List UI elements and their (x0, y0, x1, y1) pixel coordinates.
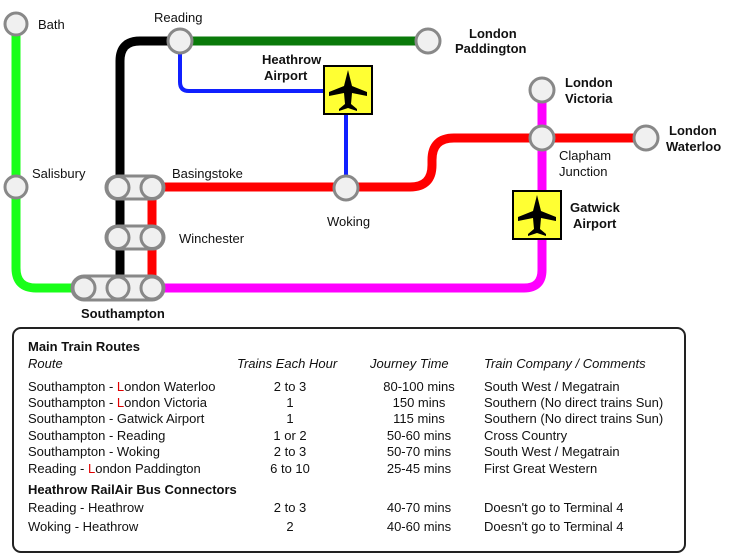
main-routes-title: Main Train Routes (28, 339, 140, 354)
company-cell: Southern (No direct trains Sun) (484, 411, 664, 426)
rail-map (3, 11, 660, 302)
station-reading (166, 27, 194, 55)
label-salisbury: Salisbury (32, 166, 86, 181)
header-company: Train Company / Comments (484, 356, 646, 371)
header-route: Route (28, 356, 63, 371)
route-to: Woking (116, 444, 161, 459)
company-cell: Cross Country (484, 428, 568, 443)
bath-southampton-line (11, 19, 91, 293)
station-southampton (70, 274, 166, 302)
label-london-paddington-2: Paddington (455, 41, 527, 56)
table-header: Route Trains Each Hour Journey Time Trai… (28, 356, 668, 372)
route-initial: L (87, 461, 96, 476)
label-london-paddington-1: London (469, 26, 517, 41)
label-london-waterloo-2: Waterloo (666, 139, 722, 154)
company-cell: Southern (No direct trains Sun) (484, 395, 664, 410)
label-heathrow-2: Airport (264, 68, 308, 83)
route-to: ondon Waterloo (124, 379, 216, 394)
label-london-victoria-1: London (565, 75, 613, 90)
label-winchester: Winchester (179, 231, 245, 246)
route-cell: Woking - Heathrow (28, 519, 139, 534)
reading-southampton-line (115, 36, 180, 288)
station-bath (3, 11, 29, 37)
label-woking: Woking (327, 214, 371, 229)
label-london-waterloo-1: London (669, 123, 717, 138)
route-from: Southampton - (28, 395, 117, 410)
route-from: Southampton - (28, 428, 117, 443)
route-cell: Southampton - London Waterloo (28, 379, 215, 395)
bus-connectors-title: Heathrow RailAir Bus Connectors (28, 482, 237, 497)
route-from: Reading - (28, 461, 88, 476)
route-initial: L (116, 379, 125, 394)
label-bath: Bath (38, 17, 65, 32)
label-clapham-2: Junction (559, 164, 608, 179)
company-cell: Doesn't go to Terminal 4 (484, 519, 624, 534)
route-to: ondon Victoria (124, 395, 207, 410)
company-cell: South West / Megatrain (484, 444, 620, 459)
label-basingstoke: Basingstoke (172, 166, 243, 181)
route-to: Gatwick Airport (116, 411, 205, 426)
label-gatwick-1: Gatwick (570, 200, 620, 215)
reading-heathrow-bus-line (178, 41, 340, 93)
company-cell: South West / Megatrain (484, 379, 620, 394)
label-reading: Reading (154, 10, 203, 25)
route-to: Reading (116, 428, 166, 443)
label-clapham-1: Clapham (559, 148, 612, 163)
route-cell: Southampton - Gatwick Airport (28, 411, 204, 427)
label-gatwick-2: Airport (573, 216, 617, 231)
victoria-gatwick-line (130, 90, 547, 293)
route-cell: Southampton - Reading (28, 428, 165, 444)
header-trains: Trains Each Hour (237, 356, 338, 371)
route-from: Southampton - (28, 411, 117, 426)
route-cell: Southampton - London Victoria (28, 395, 207, 411)
station-london-waterloo (632, 124, 660, 152)
route-cell: Reading - Heathrow (28, 500, 144, 515)
routes-panel: Main Train Routes Route Trains Each Hour… (12, 327, 686, 553)
route-from: Southampton - (28, 444, 117, 459)
header-time: Journey Time (370, 356, 449, 371)
station-salisbury (3, 174, 29, 200)
label-heathrow-1: Heathrow (262, 52, 322, 67)
station-winchester (104, 224, 166, 251)
station-london-victoria (528, 76, 556, 104)
company-cell: First Great Western (484, 461, 598, 476)
station-london-paddington (414, 27, 442, 55)
label-london-victoria-2: Victoria (565, 91, 613, 106)
heathrow-airport-icon (323, 65, 373, 115)
station-basingstoke (104, 174, 166, 201)
station-woking (332, 174, 360, 202)
route-initial: L (116, 395, 125, 410)
route-cell: Southampton - Woking (28, 444, 160, 460)
route-cell: Reading - London Paddington (28, 461, 201, 477)
waterloo-line (147, 133, 646, 288)
label-southampton: Southampton (81, 306, 165, 321)
station-clapham-junction (528, 124, 556, 152)
company-cell: Doesn't go to Terminal 4 (484, 500, 624, 515)
gatwick-airport-icon (512, 190, 562, 240)
route-to: ondon Paddington (95, 461, 201, 476)
route-from: Southampton - (28, 379, 117, 394)
